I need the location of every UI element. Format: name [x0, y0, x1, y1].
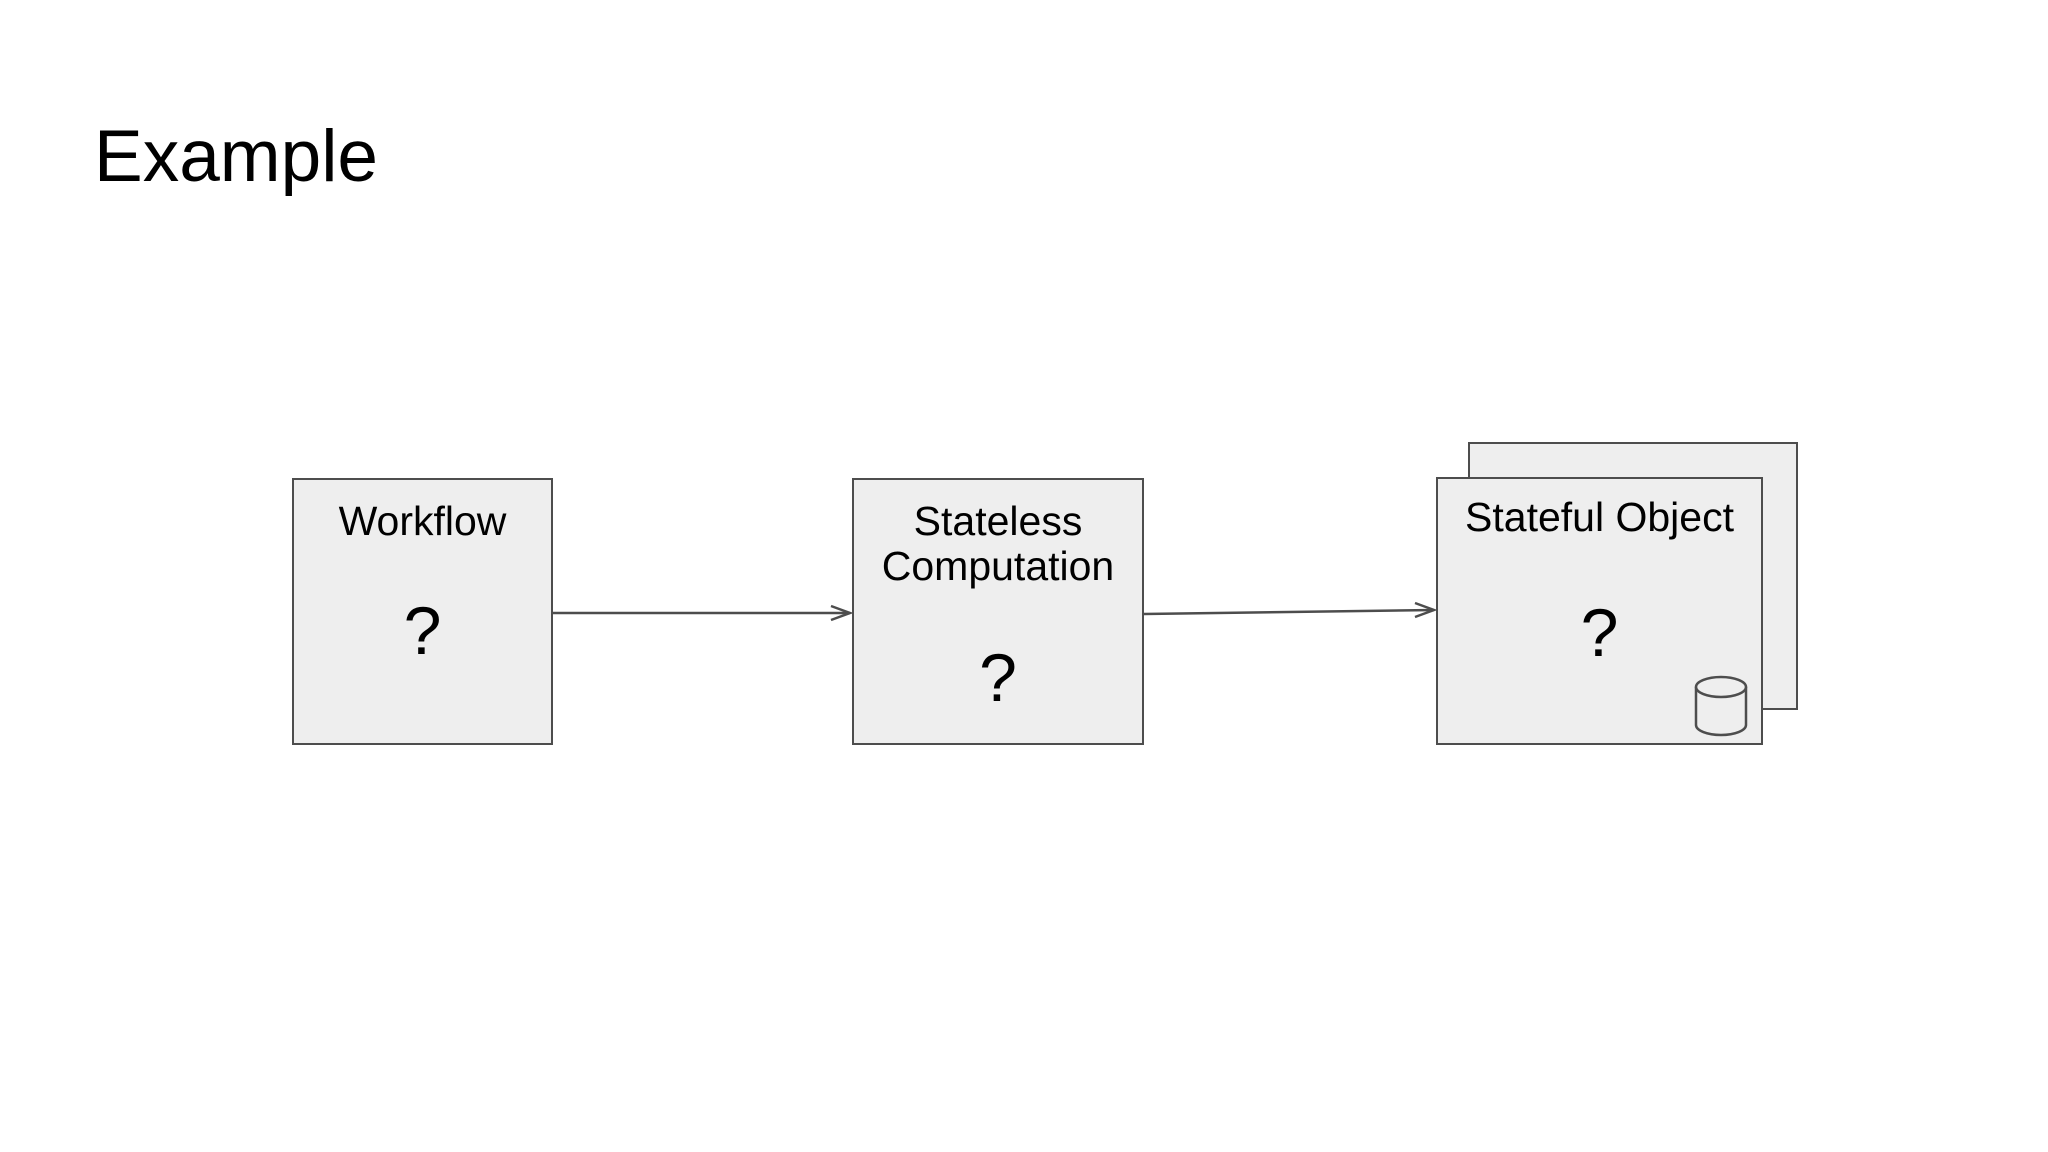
node-placeholder-question-mark: ?	[403, 593, 442, 669]
arrow-stateless-to-stateful	[1143, 601, 1438, 619]
arrow-workflow-to-stateless	[553, 604, 854, 622]
node-label: Workflow	[338, 498, 507, 544]
node-stateless-computation: Stateless Computation ?	[852, 478, 1144, 745]
node-placeholder-question-mark: ?	[979, 640, 1017, 716]
node-placeholder-question-mark: ?	[1580, 595, 1619, 671]
slide-title: Example	[94, 116, 379, 197]
node-label: Stateful Object	[1465, 494, 1734, 540]
node-workflow: Workflow ?	[292, 478, 553, 745]
node-label: Stateless Computation	[881, 498, 1115, 589]
node-stateful-object: Stateful Object ?	[1436, 477, 1763, 745]
database-cylinder-icon	[1694, 675, 1748, 737]
